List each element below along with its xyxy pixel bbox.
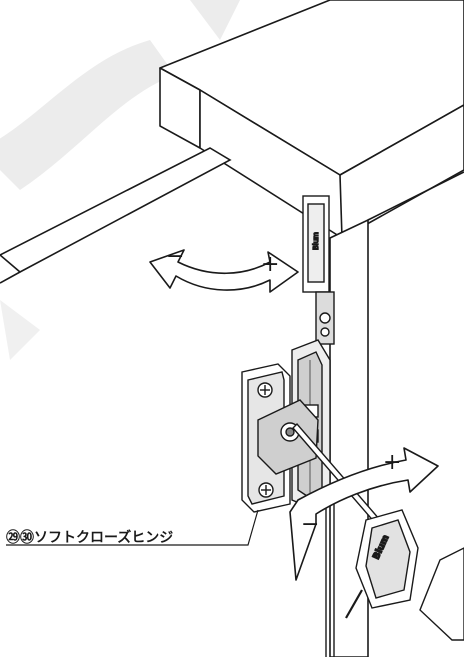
soft-close-hinge-label: ㉙㉚ソフトクローズヒンジ [6, 530, 174, 546]
right-adjust-arrow [289, 447, 439, 581]
screwdriver-handle: Blum [345, 509, 419, 619]
minus-sign-right: − [301, 512, 320, 537]
svg-text:Blum: Blum [312, 232, 320, 250]
top-adjust-arrow [149, 249, 299, 293]
mounting-plate: Blum [302, 195, 335, 345]
hand-outline [419, 547, 464, 641]
door-edge [325, 500, 335, 657]
minus-sign-top: − [166, 244, 185, 269]
label-leader [6, 509, 259, 546]
cabinet-side-panel [329, 171, 464, 657]
plus-sign-top: + [261, 252, 280, 277]
cabinet-top-panel [159, 0, 464, 239]
hinge-cup [241, 363, 319, 513]
shelf-rail [0, 147, 232, 284]
plus-sign-right: + [383, 450, 402, 475]
watermark [0, 0, 240, 360]
